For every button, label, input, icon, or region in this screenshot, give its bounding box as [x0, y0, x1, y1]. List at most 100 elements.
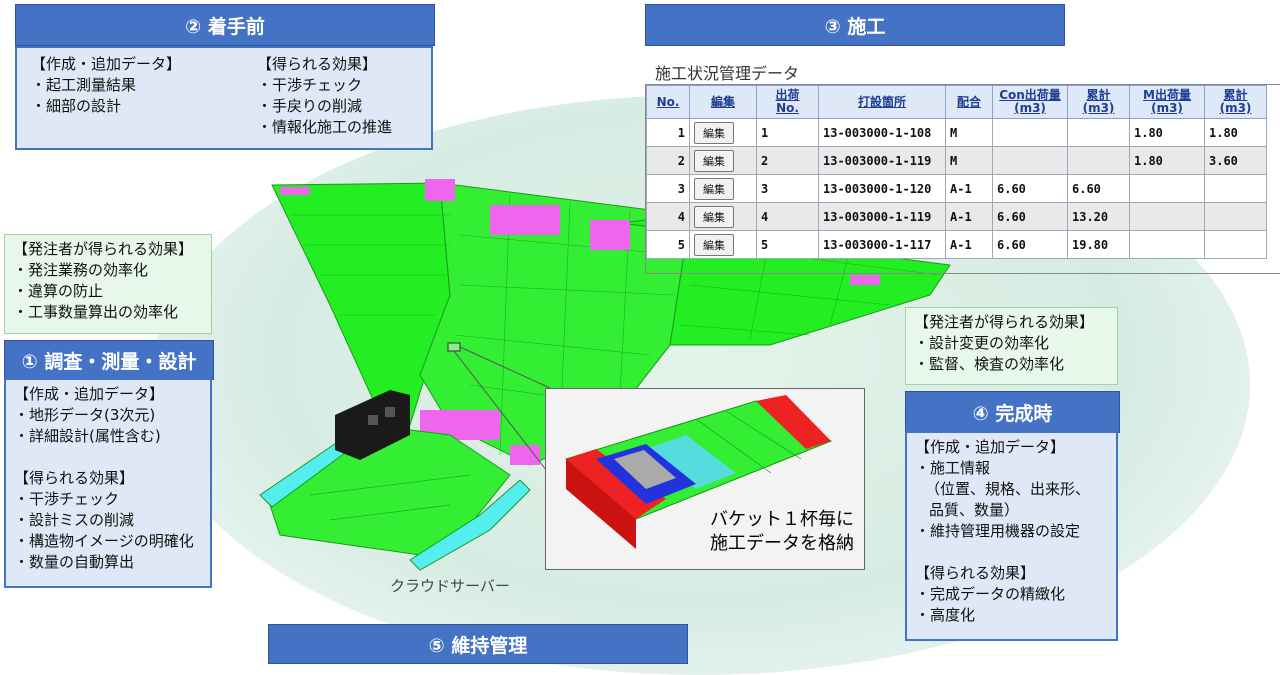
edit-button[interactable]: 編集 [694, 205, 734, 228]
step4-effect-title: 【得られる効果】 [915, 564, 1036, 582]
step1-create-item: ・地形データ(3次元) [14, 406, 156, 424]
step3-header: ③ 施工 [645, 4, 1065, 46]
step4-effect-item: ・完成データの精緻化 [915, 585, 1066, 603]
cell-shipment-no: 3 [756, 174, 819, 203]
cell-m-total [1204, 230, 1267, 259]
table-row: 2 編集 2 13-003000-1-119 M 1.80 3.60 [646, 146, 1267, 175]
step2-create-item: ・細部の設計 [31, 97, 122, 115]
cell-con-qty [992, 146, 1068, 175]
step4-create-item: 品質、数量） [929, 501, 1020, 519]
client-effect-title: 【発注者が得られる効果】 [13, 240, 194, 258]
cell-mix: A-1 [945, 230, 993, 259]
cell-no: 5 [646, 230, 690, 259]
col-header: 編集 [689, 85, 757, 119]
col-header: 累計 (m3) [1204, 85, 1267, 119]
col-header: 累計 (m3) [1067, 85, 1130, 119]
cell-m-qty: 1.80 [1129, 118, 1205, 147]
step5-header: ⑤ 維持管理 [268, 624, 688, 664]
step2-effect-item: ・情報化施工の推進 [257, 118, 393, 136]
client-effect-item: ・違算の防止 [13, 282, 104, 300]
client-effect-right-box: 【発注者が得られる効果】 ・設計変更の効率化 ・監督、検査の効率化 [905, 307, 1118, 385]
client-effect-item: ・監督、検査の効率化 [914, 355, 1065, 373]
col-header: Con出荷量 (m3) [992, 85, 1068, 119]
cell-edit: 編集 [689, 202, 757, 231]
cell-edit: 編集 [689, 230, 757, 259]
caption-line-1: バケット１杯毎に [710, 509, 854, 530]
client-effect-item: ・工事数量算出の効率化 [13, 303, 179, 321]
table-row: 3 編集 3 13-003000-1-120 A-1 6.60 6.60 [646, 174, 1267, 203]
client-effect-item: ・発注業務の効率化 [13, 261, 149, 279]
step4-create-title: 【作成・追加データ】 [915, 438, 1066, 456]
col-header: 打設箇所 [818, 85, 946, 119]
cell-shipment-no: 4 [756, 202, 819, 231]
step4-info-box: 【作成・追加データ】 ・施工情報 （位置、規格、出来形、 品質、数量） ・維持管… [905, 431, 1118, 641]
cell-location: 13-003000-1-108 [818, 118, 946, 147]
edit-button[interactable]: 編集 [694, 233, 734, 256]
cell-mix: M [945, 146, 993, 175]
cell-m-total: 3.60 [1204, 146, 1267, 175]
step4-create-item: （位置、規格、出来形、 [925, 480, 1091, 498]
cell-con-total [1067, 146, 1130, 175]
step4-header: ④ 完成時 [905, 391, 1120, 433]
step1-info-box: 【作成・追加データ】 ・地形データ(3次元) ・詳細設計(属性含む) 【得られる… [4, 378, 212, 588]
step1-effect-item: ・設計ミスの削減 [14, 511, 135, 529]
cell-no: 1 [646, 118, 690, 147]
cell-con-total [1067, 118, 1130, 147]
cell-con-total: 6.60 [1067, 174, 1130, 203]
cell-no: 4 [646, 202, 690, 231]
cell-no: 2 [646, 146, 690, 175]
cell-shipment-no: 5 [756, 230, 819, 259]
cell-edit: 編集 [689, 146, 757, 175]
client-effect-left-box: 【発注者が得られる効果】 ・発注業務の効率化 ・違算の防止 ・工事数量算出の効率… [4, 234, 212, 334]
col-header: No. [646, 85, 690, 119]
cell-mix: A-1 [945, 202, 993, 231]
cell-mix: A-1 [945, 174, 993, 203]
cell-location: 13-003000-1-120 [818, 174, 946, 203]
cell-con-total: 19.80 [1067, 230, 1130, 259]
cell-m-qty [1129, 230, 1205, 259]
cell-shipment-no: 2 [756, 146, 819, 175]
step1-header: ① 調査・測量・設計 [4, 340, 214, 380]
edit-button[interactable]: 編集 [694, 149, 734, 172]
cell-mix: M [945, 118, 993, 147]
step1-effect-item: ・干渉チェック [14, 490, 120, 508]
client-effect-title: 【発注者が得られる効果】 [914, 313, 1095, 331]
cell-m-qty [1129, 174, 1205, 203]
step1-effect-title: 【得られる効果】 [14, 469, 135, 487]
cell-con-qty [992, 118, 1068, 147]
step2-create-section: 【作成・追加データ】 ・起工測量結果 ・細部の設計 [31, 54, 181, 117]
cell-m-total: 1.80 [1204, 118, 1267, 147]
cell-con-qty: 6.60 [992, 174, 1068, 203]
spacer [14, 447, 202, 468]
step4-effect-item: ・高度化 [915, 606, 976, 624]
step2-create-title: 【作成・追加データ】 [31, 55, 182, 73]
cell-no: 3 [646, 174, 690, 203]
cell-shipment-no: 1 [756, 118, 819, 147]
cell-m-qty: 1.80 [1129, 146, 1205, 175]
cell-edit: 編集 [689, 174, 757, 203]
cloud-server-label: クラウドサーバー [390, 577, 510, 595]
client-effect-item: ・設計変更の効率化 [914, 334, 1050, 352]
construction-table-title: 施工状況管理データ [655, 64, 800, 83]
bucket-detail-callout [545, 388, 865, 570]
cell-location: 13-003000-1-117 [818, 230, 946, 259]
edit-button[interactable]: 編集 [694, 121, 734, 144]
step2-effect-item: ・手戻りの削減 [257, 97, 363, 115]
step1-effect-item: ・構造物イメージの明確化 [14, 532, 194, 550]
cell-m-qty [1129, 202, 1205, 231]
cell-m-total [1204, 202, 1267, 231]
cell-con-qty: 6.60 [992, 202, 1068, 231]
col-header: 出荷 No. [756, 85, 819, 119]
step2-info-box: 【作成・追加データ】 ・起工測量結果 ・細部の設計 【得られる効果】 ・干渉チェ… [15, 46, 433, 150]
cell-location: 13-003000-1-119 [818, 146, 946, 175]
step4-create-item: ・維持管理用機器の設定 [915, 522, 1081, 540]
step2-effect-section: 【得られる効果】 ・干渉チェック ・手戻りの削減 ・情報化施工の推進 [257, 54, 392, 138]
step4-create-item: ・施工情報 [915, 459, 991, 477]
construction-status-table: No. 編集 出荷 No. 打設箇所 配合 Con出荷量 (m3) 累計 (m3… [646, 85, 1267, 259]
cell-con-total: 13.20 [1067, 202, 1130, 231]
step2-effect-title: 【得られる効果】 [257, 55, 378, 73]
cell-m-total [1204, 174, 1267, 203]
table-row: 5 編集 5 13-003000-1-117 A-1 6.60 19.80 [646, 230, 1267, 259]
edit-button[interactable]: 編集 [694, 177, 734, 200]
step1-effect-item: ・数量の自動算出 [14, 553, 135, 571]
